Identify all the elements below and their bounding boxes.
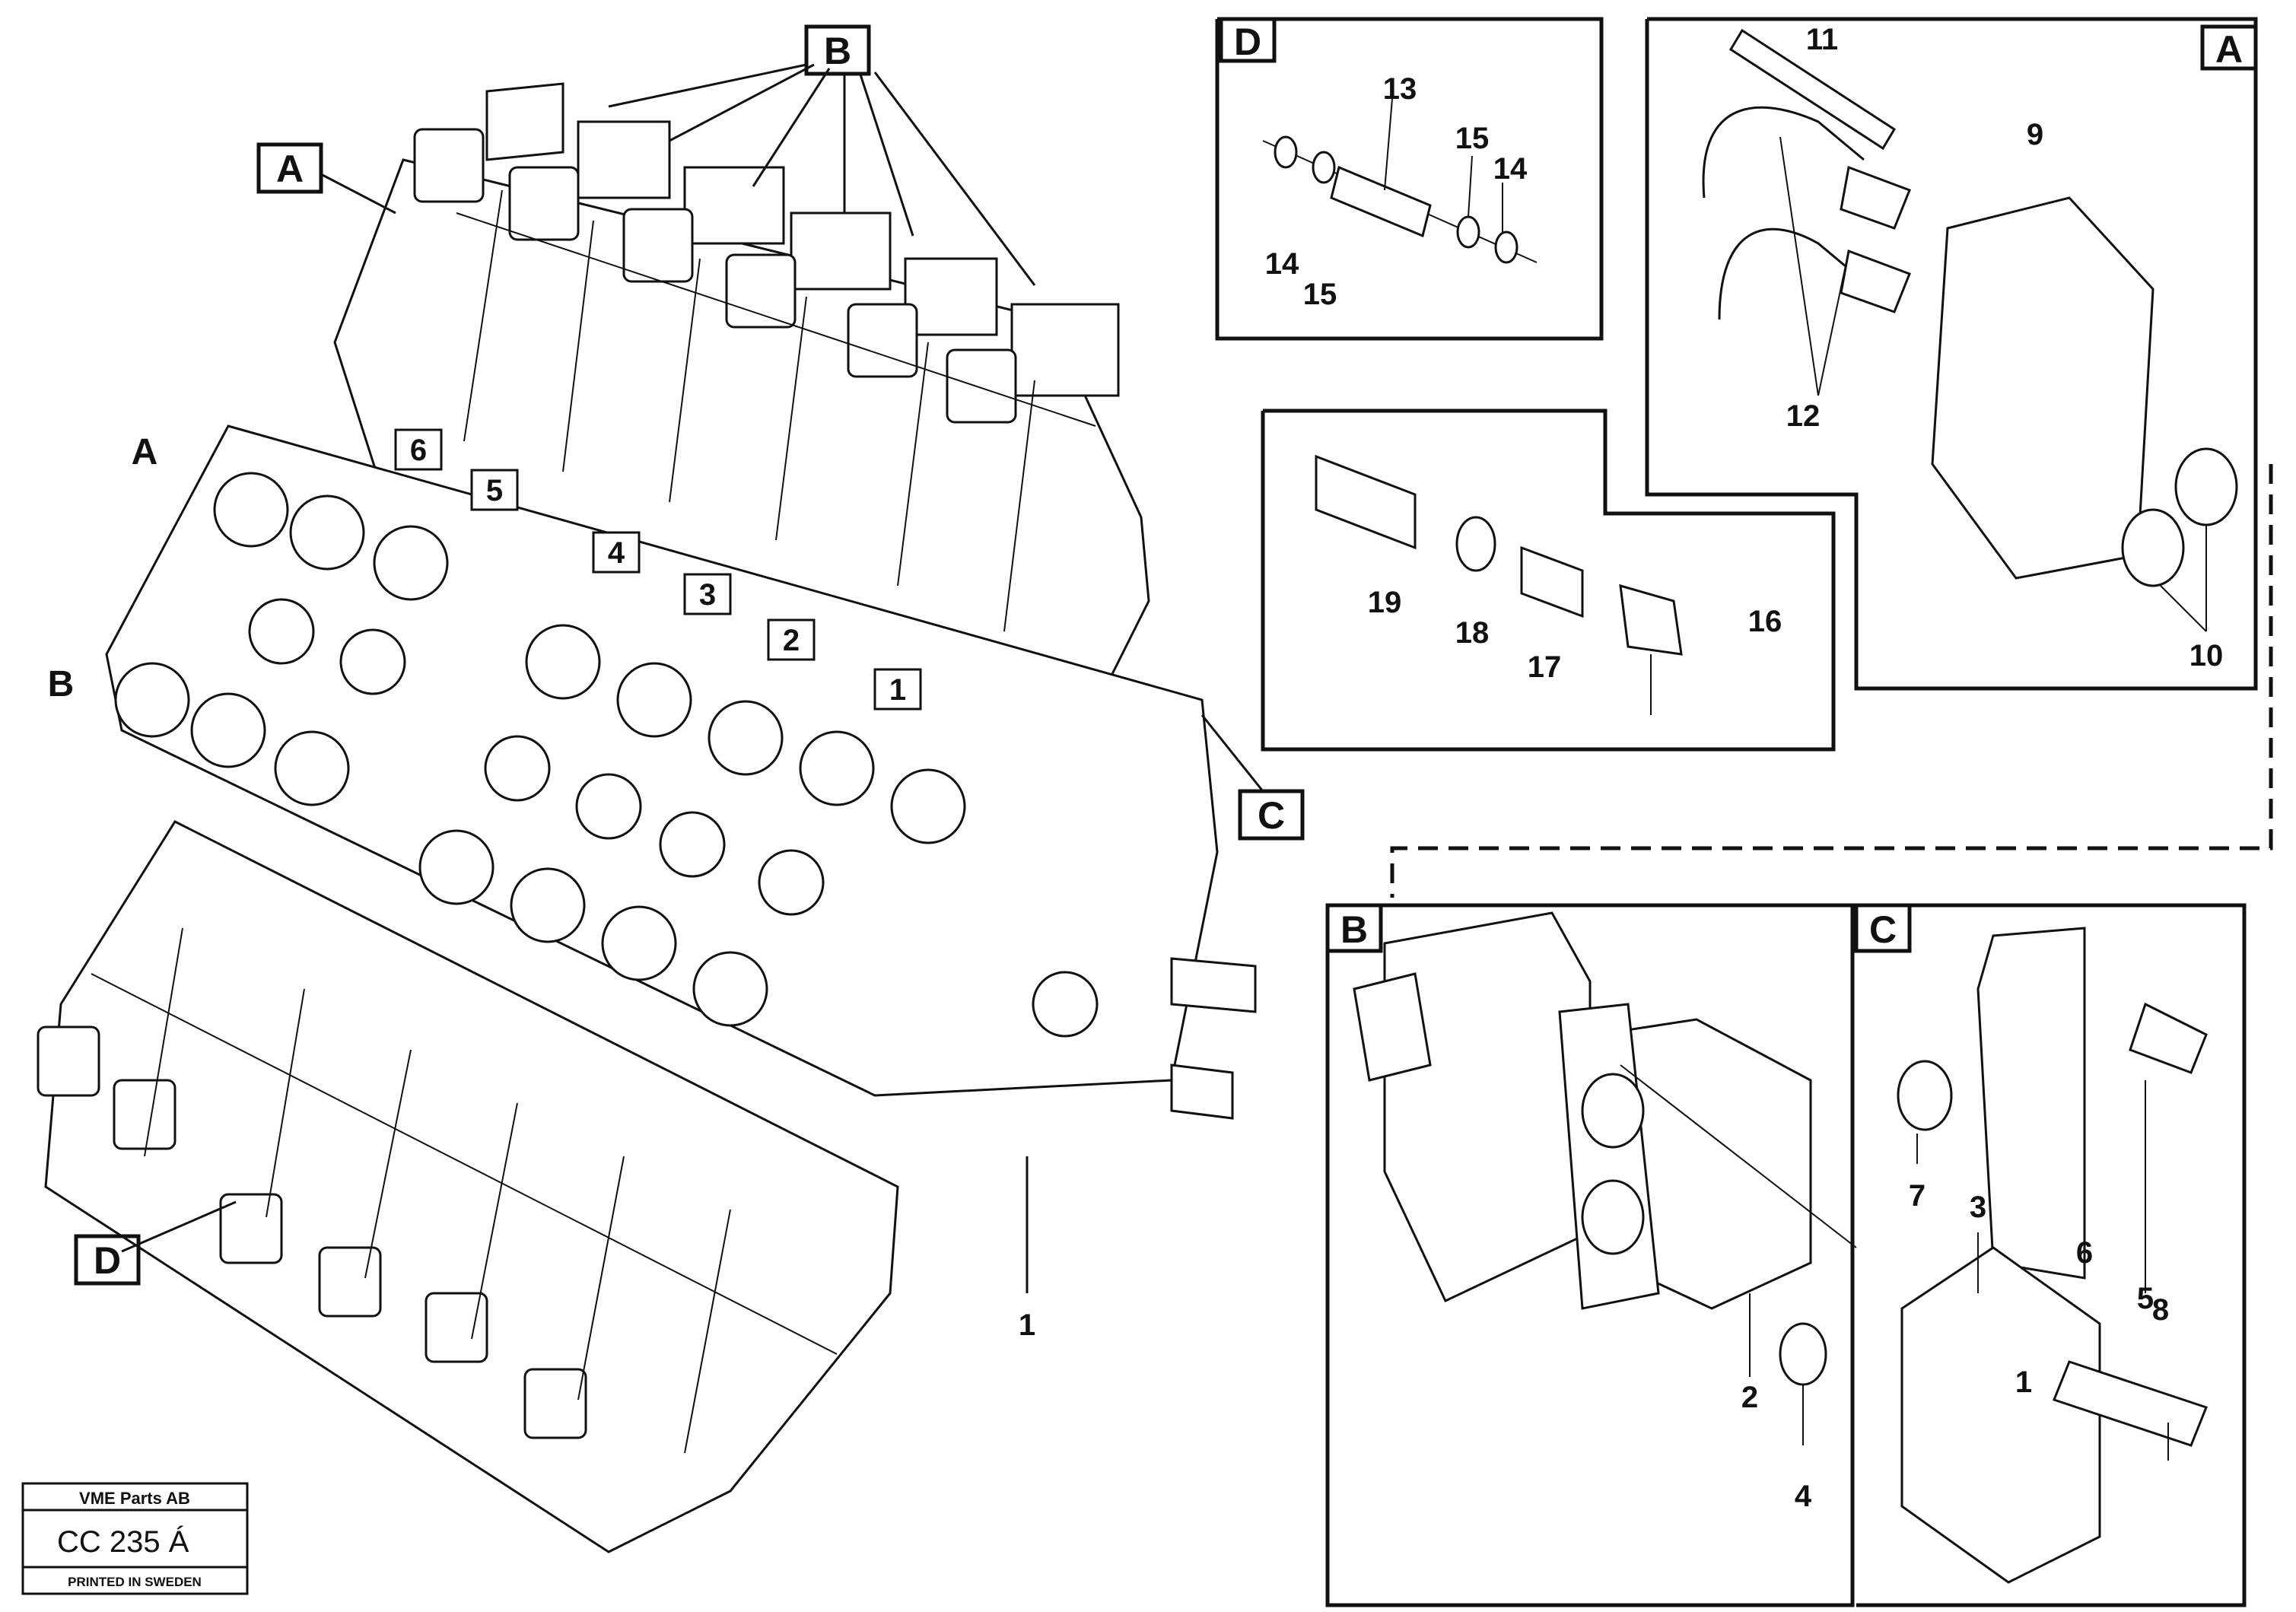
- view-ref-C: C: [1258, 794, 1285, 837]
- callout-5: 5: [2137, 1282, 2154, 1315]
- manifold-ports: [114, 472, 1099, 1038]
- valve-position-1: 1: [889, 673, 906, 707]
- callout-19: 19: [1368, 586, 1402, 619]
- side-label-B: B: [48, 664, 75, 704]
- callout-14-right: 14: [1493, 152, 1528, 186]
- callout-8: 8: [2152, 1293, 2169, 1327]
- detail-B-label: B: [1340, 908, 1368, 951]
- detail-view-sensor: 19 18 17 16: [1261, 409, 1836, 752]
- valve-position-3: 3: [699, 578, 716, 612]
- callout-15-bottom: 15: [1303, 278, 1337, 311]
- main-leader-lines: [121, 63, 1264, 1293]
- callout-10: 10: [2189, 639, 2224, 672]
- view-ref-A: A: [276, 148, 304, 190]
- callout-17: 17: [1528, 650, 1562, 684]
- title-drawing-code: CC 235 Á: [57, 1525, 189, 1559]
- detail-view-A: A 11 9 12 10: [1645, 17, 2258, 691]
- callout-6: 6: [2076, 1236, 2093, 1270]
- valve-position-5: 5: [486, 474, 503, 507]
- detail-view-C: C 7 3 6 8 5 1: [1854, 903, 2247, 1607]
- upper-solenoid-stack: [333, 82, 1150, 739]
- title-block: VME Parts AB CC 235 Á PRINTED IN SWEDEN: [21, 1482, 249, 1595]
- title-printed: PRINTED IN SWEDEN: [68, 1575, 202, 1589]
- callout-1-detail: 1: [2015, 1366, 2032, 1399]
- callout-11: 11: [1806, 23, 1838, 56]
- title-company: VME Parts AB: [79, 1489, 190, 1508]
- view-ref-D: D: [94, 1239, 121, 1282]
- callout-3: 3: [1970, 1191, 1986, 1224]
- callout-7: 7: [1909, 1179, 1926, 1213]
- valve-position-tags: 6 5 4 3 2 1: [394, 428, 922, 711]
- detail-A-label: A: [2215, 28, 2243, 71]
- main-view-references: B A C D A B 1: [48, 24, 1305, 1342]
- detail-link-dashed: [1390, 464, 2273, 898]
- callout-18: 18: [1455, 616, 1490, 650]
- callout-15-top: 15: [1455, 122, 1490, 155]
- callout-14-left: 14: [1265, 247, 1299, 281]
- lower-solenoid-stack: [37, 820, 899, 1553]
- main-valve-assembly: 6 5 4 3 2 1 B A C D A B 1: [37, 24, 1305, 1553]
- callout-13: 13: [1383, 72, 1417, 106]
- view-ref-B: B: [824, 30, 851, 72]
- callout-2: 2: [1741, 1381, 1758, 1414]
- callout-16: 16: [1748, 605, 1782, 638]
- valve-position-4: 4: [608, 536, 625, 570]
- detail-view-B: B 2 4: [1325, 903, 1857, 1607]
- detail-C-label: C: [1869, 908, 1897, 951]
- detail-view-D: D 13 15 14 14 15: [1215, 17, 1604, 341]
- valve-position-6: 6: [410, 434, 427, 467]
- upper-valve-caps: [413, 128, 1017, 424]
- manifold-block: [105, 424, 1257, 1120]
- valve-position-2: 2: [783, 624, 800, 657]
- callout-12: 12: [1786, 399, 1821, 433]
- side-label-A: A: [132, 432, 158, 472]
- callout-9: 9: [2027, 118, 2043, 151]
- callout-4: 4: [1795, 1480, 1812, 1513]
- callout-1-main: 1: [1019, 1308, 1035, 1342]
- detail-D-label: D: [1234, 21, 1261, 63]
- lower-valve-caps: [37, 1025, 587, 1439]
